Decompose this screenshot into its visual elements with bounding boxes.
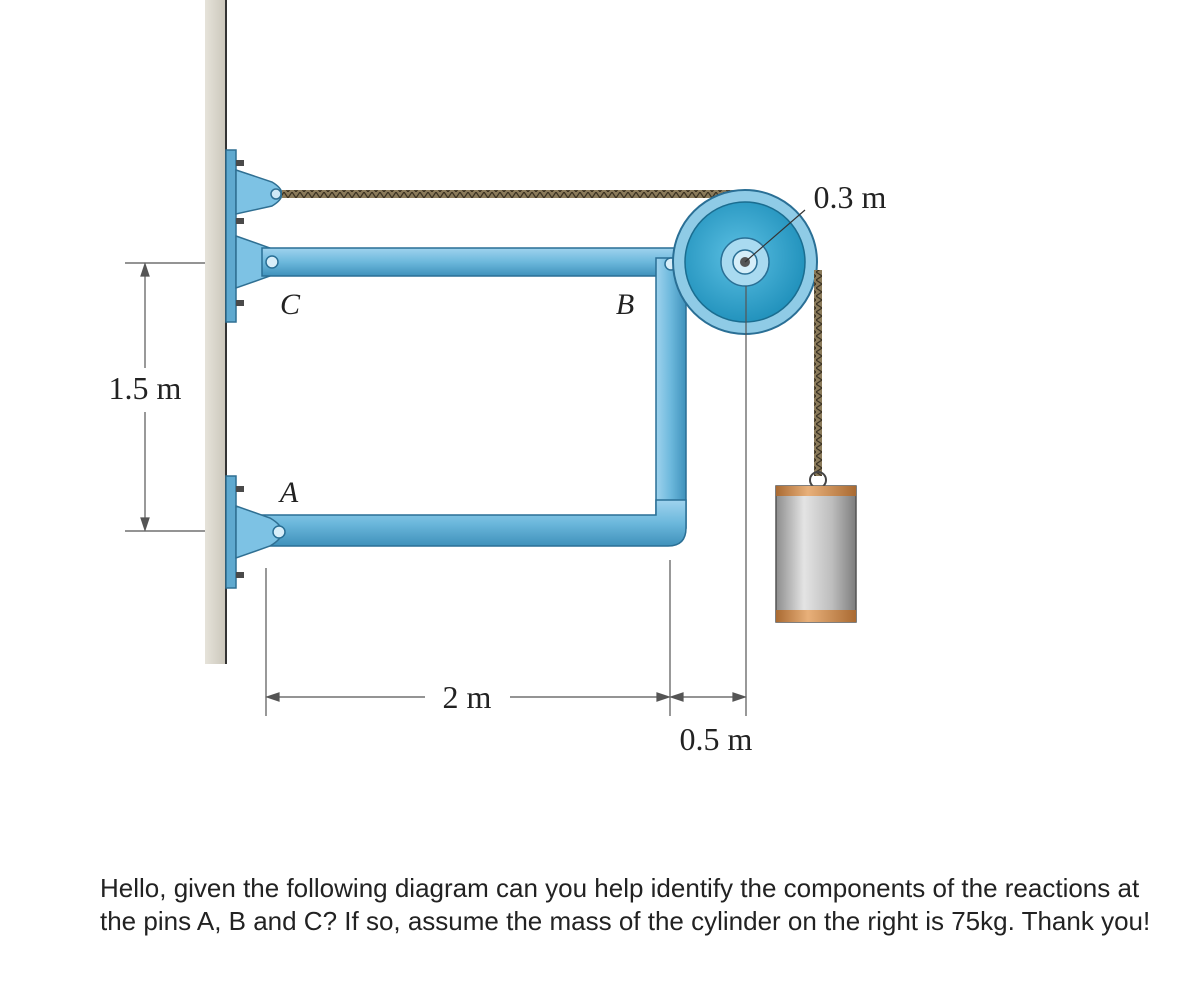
lower-wall-bracket bbox=[225, 475, 286, 589]
cable-horizontal bbox=[282, 190, 742, 198]
pin-a bbox=[272, 525, 286, 539]
dimension-height bbox=[125, 262, 205, 532]
label-pin-b: B bbox=[616, 288, 634, 321]
upper-wall-bracket bbox=[225, 149, 283, 323]
cylinder bbox=[775, 485, 857, 623]
pin-c bbox=[265, 255, 279, 269]
pulley bbox=[672, 189, 818, 335]
frame-pulley-diagram: 1.5 m 2 m 0.5 m 0.3 m C B A bbox=[109, 0, 887, 757]
question-text: Hello, given the following diagram can y… bbox=[100, 873, 1151, 936]
label-pin-c: C bbox=[280, 288, 301, 321]
label-height: 1.5 m bbox=[109, 370, 182, 406]
label-pin-a: A bbox=[278, 476, 299, 509]
member-ab-vertical bbox=[655, 257, 687, 529]
dimension-horizontal bbox=[265, 286, 747, 716]
label-offset: 0.5 m bbox=[680, 721, 753, 757]
cable-vertical bbox=[814, 270, 822, 476]
label-length: 2 m bbox=[443, 679, 492, 715]
wall bbox=[205, 0, 227, 664]
member-ab-horizontal bbox=[261, 499, 687, 547]
label-radius: 0.3 m bbox=[814, 179, 887, 215]
